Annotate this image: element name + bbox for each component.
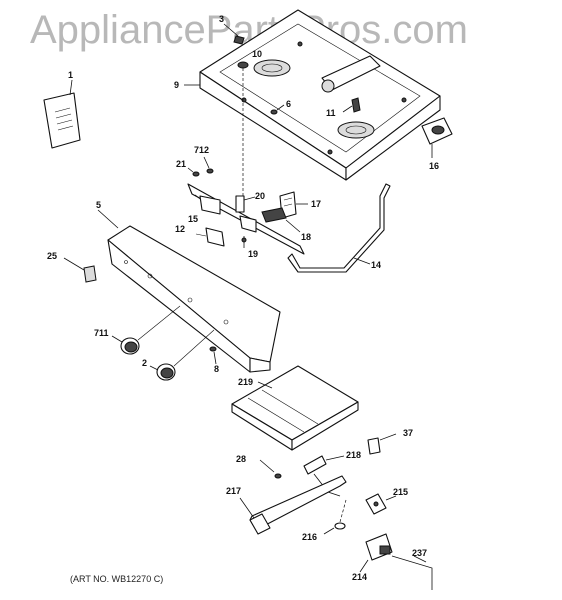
part-3-screw[interactable] bbox=[223, 23, 245, 45]
callout-37: 37 bbox=[403, 428, 413, 438]
part-9-burner-box[interactable] bbox=[184, 9, 441, 181]
part-14-pipe[interactable] bbox=[287, 183, 391, 273]
callout-9: 9 bbox=[174, 80, 179, 90]
part-12-valve[interactable] bbox=[195, 227, 225, 247]
part-217-burner-tube[interactable] bbox=[239, 475, 347, 535]
callout-1: 1 bbox=[68, 70, 73, 80]
part-2-knob[interactable] bbox=[149, 329, 215, 381]
part-11-orifice[interactable] bbox=[321, 55, 381, 113]
part-15-manifold[interactable] bbox=[187, 183, 305, 255]
callout-8: 8 bbox=[214, 364, 219, 374]
callout-5: 5 bbox=[96, 200, 101, 210]
part-711-knob[interactable] bbox=[111, 305, 181, 355]
part-37-clip[interactable] bbox=[367, 433, 397, 455]
part-214-orifice-holder[interactable] bbox=[359, 533, 393, 573]
callout-28: 28 bbox=[236, 454, 246, 464]
part-10-clip[interactable] bbox=[237, 61, 249, 200]
part-20-valve[interactable] bbox=[235, 195, 256, 213]
part-28-screw[interactable] bbox=[259, 459, 282, 479]
callout-216: 216 bbox=[302, 532, 317, 542]
callout-214: 214 bbox=[352, 572, 367, 582]
callout-711: 711 bbox=[94, 328, 109, 338]
part-712-screw[interactable] bbox=[203, 156, 214, 174]
callout-19: 19 bbox=[248, 249, 258, 259]
callout-218: 218 bbox=[346, 450, 361, 460]
callout-18: 18 bbox=[301, 232, 311, 242]
callout-712: 712 bbox=[194, 145, 209, 155]
part-216-washer[interactable] bbox=[323, 499, 347, 535]
callout-25: 25 bbox=[47, 251, 57, 261]
part-1-literature[interactable] bbox=[43, 79, 81, 149]
part-6-screw[interactable] bbox=[270, 104, 285, 115]
callout-215: 215 bbox=[393, 487, 408, 497]
part-237-tube[interactable] bbox=[391, 555, 433, 590]
callout-10: 10 bbox=[252, 49, 262, 59]
part-21-screw[interactable] bbox=[187, 167, 200, 177]
callout-11: 11 bbox=[326, 108, 336, 118]
part-25-clip[interactable] bbox=[63, 257, 97, 283]
art-number: (ART NO. WB12270 C) bbox=[70, 574, 164, 584]
callout-21: 21 bbox=[176, 159, 186, 169]
callout-20: 20 bbox=[255, 191, 265, 201]
part-215-bracket[interactable] bbox=[365, 493, 397, 515]
callout-219: 219 bbox=[238, 377, 253, 387]
callout-2: 2 bbox=[142, 358, 147, 368]
part-18-bracket[interactable] bbox=[261, 207, 301, 233]
callout-12: 12 bbox=[175, 224, 185, 234]
part-8-screw[interactable] bbox=[209, 346, 217, 365]
callout-217: 217 bbox=[226, 486, 241, 496]
callout-15: 15 bbox=[188, 214, 198, 224]
callout-14: 14 bbox=[371, 260, 381, 270]
callout-3: 3 bbox=[219, 14, 224, 24]
part-5-manifold-panel[interactable] bbox=[97, 209, 281, 373]
part-16-pressure-regulator[interactable] bbox=[421, 117, 453, 158]
callout-16: 16 bbox=[429, 161, 439, 171]
part-19-valve-knob-stem[interactable] bbox=[241, 236, 247, 248]
callout-6: 6 bbox=[286, 99, 291, 109]
part-219-heat-shield[interactable] bbox=[231, 365, 359, 451]
callout-17: 17 bbox=[311, 199, 321, 209]
callout-237: 237 bbox=[412, 548, 427, 558]
callout-labels: 1 3 10 9 6 11 16 712 21 20 17 5 15 12 18… bbox=[47, 14, 439, 582]
